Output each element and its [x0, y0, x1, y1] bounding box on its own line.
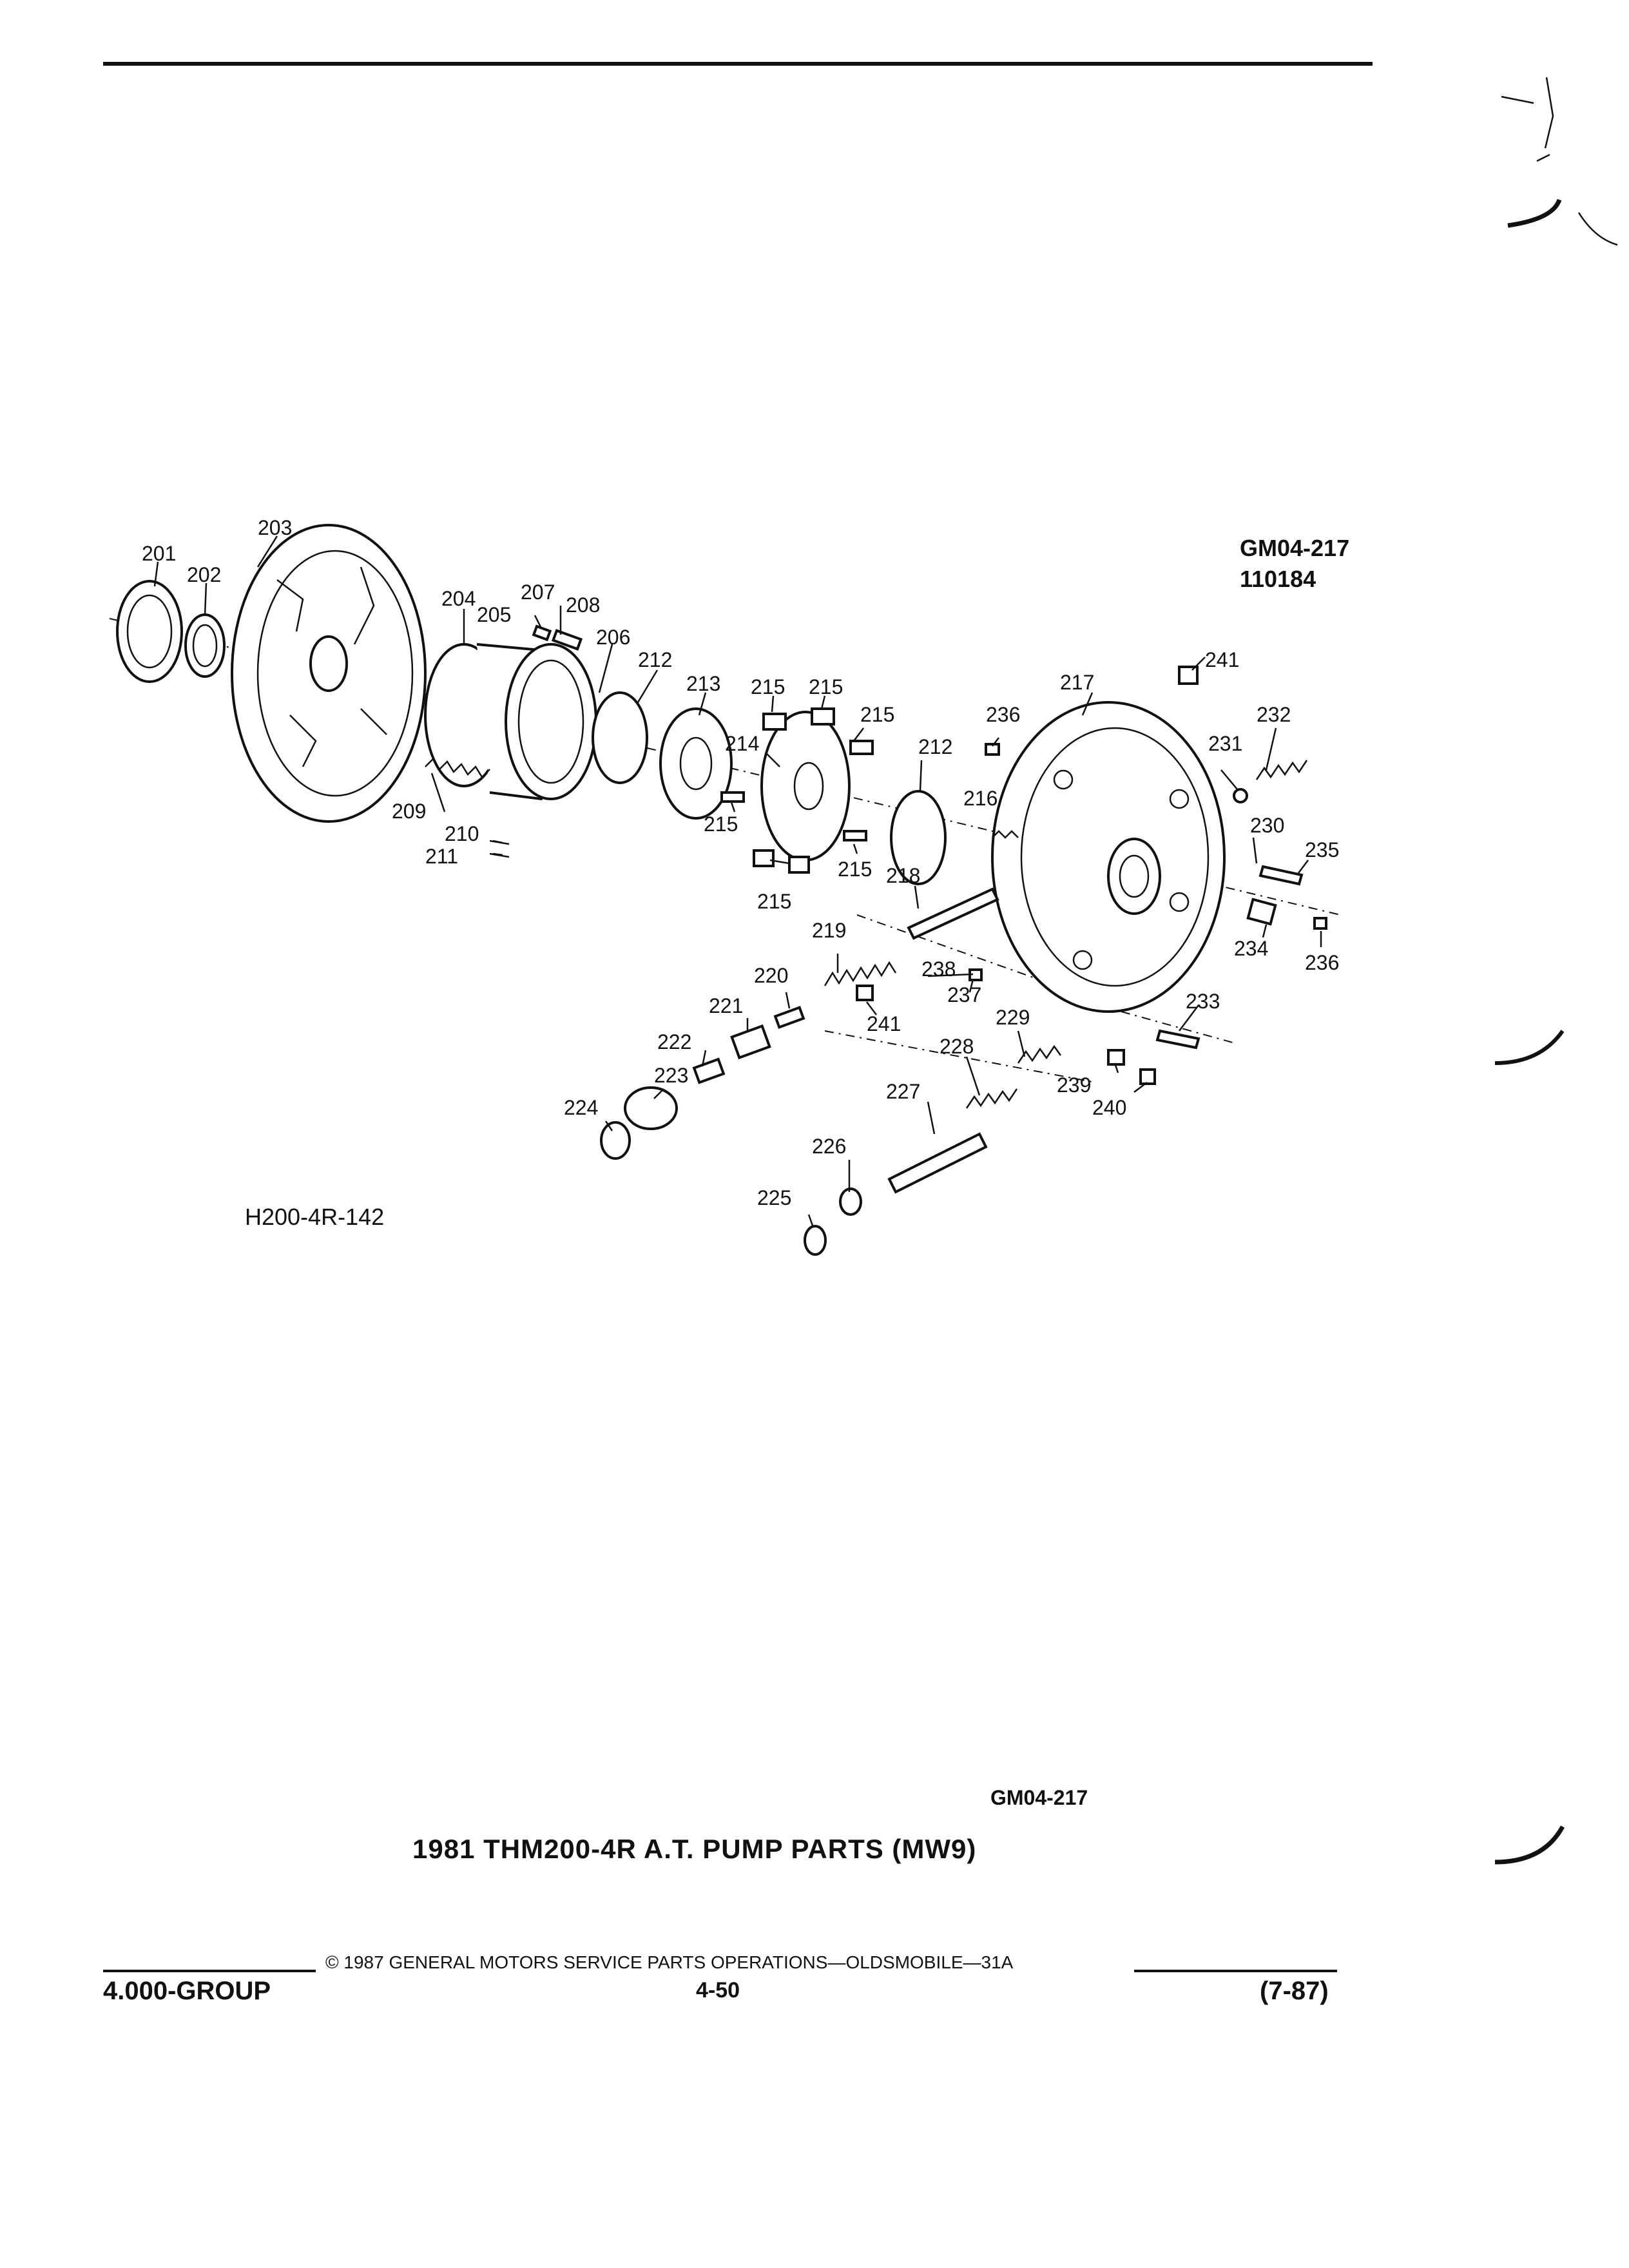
- callout: 216: [963, 787, 998, 810]
- part-219-spring: [824, 961, 897, 986]
- callout: 214: [725, 732, 759, 755]
- callout: 225: [757, 1186, 791, 1209]
- callout: 215: [838, 858, 872, 881]
- part-236-plug-b: [1313, 917, 1327, 930]
- callout: 212: [638, 648, 672, 671]
- footer-rule-left: [103, 1970, 316, 1972]
- callout: 211: [425, 845, 458, 868]
- exploded-diagram: 201 202 203 204 205 207 208 206 212 213 …: [109, 516, 1341, 1256]
- callout: 239: [1057, 1073, 1091, 1097]
- part-213-vane-ring: [659, 707, 733, 820]
- part-229-spring: [1017, 1044, 1062, 1064]
- part-240-plug: [1139, 1068, 1156, 1085]
- callout: 206: [596, 626, 630, 649]
- callout: 234: [1234, 937, 1268, 960]
- callout: 218: [886, 864, 920, 887]
- callout: 208: [566, 593, 600, 617]
- callout: 231: [1208, 732, 1242, 755]
- part-225-ring: [804, 1225, 827, 1256]
- part-206-slide: [476, 643, 597, 801]
- callout: 237: [947, 983, 981, 1006]
- callout: 202: [187, 563, 221, 586]
- callout: 205: [477, 603, 511, 626]
- callout: 224: [564, 1096, 598, 1119]
- part-232-spring: [1255, 760, 1308, 780]
- callout: 215: [751, 675, 785, 698]
- callout: 215: [704, 812, 738, 836]
- part-241-plug-a: [1178, 666, 1199, 685]
- part-214-rotor: [760, 711, 851, 861]
- footer-rule-right: [1134, 1970, 1337, 1972]
- callout: 232: [1257, 703, 1291, 726]
- callout: 240: [1092, 1096, 1126, 1119]
- callout: 236: [986, 703, 1020, 726]
- callout: 204: [441, 587, 476, 610]
- callout: 221: [709, 994, 743, 1017]
- parts-220-223-valve-train: [624, 1006, 805, 1130]
- callout: 229: [996, 1006, 1030, 1029]
- callout: 227: [886, 1080, 920, 1103]
- part-215-vanes: [720, 707, 874, 874]
- figure-caption: 1981 THM200-4R A.T. PUMP PARTS (MW9): [412, 1834, 977, 1864]
- footer-group: 4.000-GROUP: [103, 1977, 271, 2005]
- footer-page-number: 4-50: [696, 1978, 740, 2003]
- callout: 207: [521, 581, 555, 604]
- callout: 212: [918, 735, 952, 758]
- part-203-pump-cover: [231, 524, 427, 823]
- part-241-plug-b: [856, 985, 874, 1001]
- callout: 220: [754, 964, 788, 987]
- callout: 215: [860, 703, 894, 726]
- callout: 228: [940, 1035, 974, 1058]
- callout: 201: [142, 542, 176, 565]
- part-231-ball: [1233, 788, 1248, 803]
- figure-bottom-code: GM04-217: [990, 1786, 1088, 1809]
- part-212-oring-b: [890, 790, 947, 885]
- callout: 223: [654, 1064, 688, 1087]
- part-228-spring: [965, 1088, 1018, 1109]
- part-239-plug: [1107, 1049, 1125, 1066]
- callout: 235: [1305, 838, 1339, 861]
- callout: 215: [757, 890, 791, 913]
- part-224-snap-ring: [600, 1121, 631, 1160]
- part-201-seal: [116, 580, 183, 683]
- callout: 233: [1186, 990, 1220, 1013]
- top-rule: [103, 62, 1373, 66]
- drawing-id: H200-4R-142: [245, 1204, 385, 1230]
- part-233-bolt: [1155, 1029, 1200, 1050]
- part-216: [992, 830, 1019, 839]
- part-209-spring: [425, 758, 490, 778]
- callout: 213: [686, 672, 720, 695]
- margin-marks: [1494, 77, 1618, 1865]
- callout: 215: [809, 675, 843, 698]
- part-212-oring-a: [592, 691, 648, 784]
- callout: 217: [1060, 671, 1094, 694]
- part-218-valve: [907, 887, 999, 940]
- callout: 230: [1250, 814, 1284, 837]
- callout: 219: [812, 919, 846, 942]
- part-217-pump-body: [991, 701, 1226, 1013]
- callout: 241: [1205, 648, 1239, 671]
- callout: 203: [258, 516, 292, 539]
- part-202-bushing: [184, 613, 226, 678]
- part-235-bolt: [1258, 865, 1304, 886]
- figure-ref-date: 110184: [1240, 566, 1316, 592]
- part-227-valve: [887, 1132, 988, 1194]
- callout: 222: [657, 1030, 691, 1053]
- part-236-plug-a: [985, 743, 1000, 756]
- callout: 236: [1305, 951, 1339, 974]
- callout: 238: [921, 957, 956, 981]
- parts-205-208-pins: [532, 624, 583, 651]
- callout: 209: [392, 800, 426, 823]
- footer-copyright: © 1987 GENERAL MOTORS SERVICE PARTS OPER…: [325, 1952, 1014, 1972]
- figure-ref-code: GM04-217: [1240, 535, 1350, 561]
- part-234: [1246, 898, 1277, 926]
- footer-date-code: (7-87): [1260, 1977, 1329, 2005]
- part-226-washer: [839, 1187, 862, 1216]
- callout: 226: [812, 1135, 846, 1158]
- callout: 210: [445, 822, 479, 845]
- callout-labels: 201 202 203 204 205 207 208 206 212 213 …: [142, 516, 1339, 1209]
- callout: 241: [867, 1012, 901, 1035]
